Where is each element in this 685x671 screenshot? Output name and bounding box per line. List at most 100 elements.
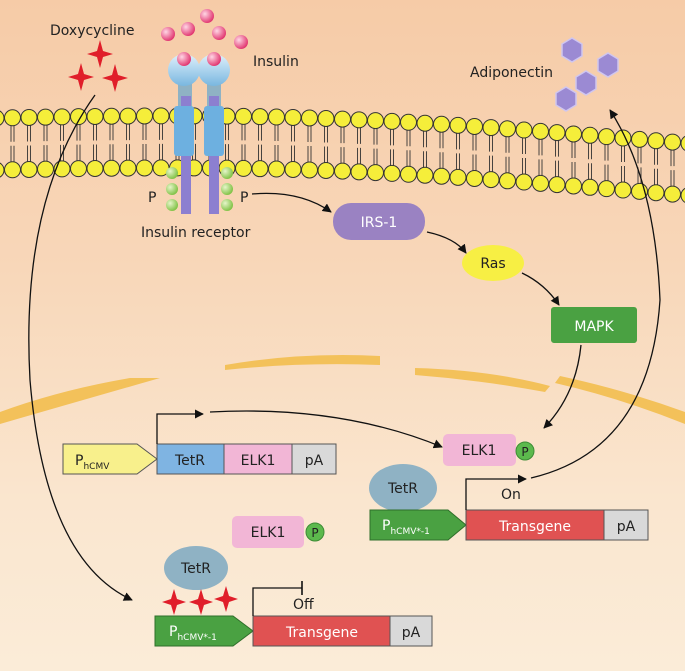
svg-text:PhCMV*-1: PhCMV*-1 (169, 624, 217, 643)
lipid-head (334, 110, 351, 128)
lipid-head (301, 161, 318, 179)
lipid-head (548, 176, 566, 194)
lipid-head (86, 159, 104, 177)
lipid-head (251, 160, 269, 178)
lipid-head (367, 164, 384, 182)
lipid-head (20, 108, 38, 126)
lipid-head (70, 108, 87, 126)
lipid-head (631, 130, 648, 148)
on-label: On (501, 487, 521, 503)
tetr-gene-label: TetR (174, 453, 205, 469)
lipid-head (416, 166, 434, 184)
lipid-head (515, 121, 533, 139)
lipid-head (532, 174, 549, 192)
nuclear-envelope (0, 355, 685, 424)
lipid-head (350, 111, 368, 129)
lipid-head (37, 160, 54, 178)
pa-label-1: pA (305, 453, 324, 469)
ras-label: Ras (480, 256, 505, 272)
lipid-head (416, 114, 434, 132)
lipid-head (383, 164, 401, 182)
lipid-head (235, 107, 252, 125)
lipid-head (565, 125, 582, 143)
lipid-head (20, 160, 38, 178)
tetr-elk1-construct: PhCMV TetR ELK1 pA (62, 409, 337, 475)
lipid-head (86, 107, 104, 125)
lipid-head (614, 181, 632, 199)
phospho-label-left: P (148, 190, 156, 206)
lipid-head (136, 159, 153, 177)
adiponectin-molecules (555, 37, 619, 112)
transgene-off-label: Transgene (285, 625, 358, 641)
lipid-head (400, 113, 417, 131)
promoter-off-sub: hCMV*-1 (177, 633, 216, 643)
lipid-head (317, 161, 335, 179)
lipid-head (400, 165, 417, 183)
lipid-head (0, 110, 5, 126)
lipid-head (499, 172, 516, 190)
lipid-head (647, 132, 665, 150)
lipid-head (449, 168, 467, 186)
tetr-protein-on-label: TetR (387, 481, 418, 497)
lipid-head (4, 161, 21, 179)
lipid-head (647, 184, 665, 202)
lipid-head (350, 163, 368, 181)
lipid-head (37, 108, 54, 126)
lipid-head (251, 108, 269, 126)
doxycycline-bound-molecules (162, 586, 238, 615)
pathway-arrows (28, 94, 661, 601)
lipid-head (284, 160, 302, 178)
promoter-on-sub: hCMV*-1 (390, 527, 429, 537)
lipid-head (0, 162, 5, 178)
lipid-head (433, 115, 450, 133)
lipid-head (103, 107, 120, 125)
lipid-head (664, 185, 681, 203)
lipid-head (334, 162, 351, 180)
lipid-head (53, 108, 71, 126)
lipid-head (581, 126, 599, 144)
lipid-head (4, 109, 21, 127)
promoter-on-label: P (382, 518, 390, 534)
lipid-head (680, 187, 685, 203)
phospho-label-right: P (240, 190, 248, 206)
arrow-doxycycline-to-tetr (28, 94, 133, 601)
insulin-molecules (161, 9, 248, 49)
insulin-label: Insulin (253, 54, 299, 70)
lipid-head (317, 109, 335, 127)
lipid-head (103, 159, 120, 177)
lipid-head (532, 122, 549, 140)
promoter-off-label: P (169, 624, 177, 640)
insulin-receptor-label: Insulin receptor (141, 225, 251, 241)
doxycycline-molecules (68, 40, 128, 92)
off-label: Off (293, 597, 314, 613)
lipid-head (598, 180, 615, 198)
svg-text:PhCMV: PhCMV (75, 453, 110, 472)
lipid-head (235, 159, 252, 177)
elk1-phospho-on-label: P (521, 445, 528, 459)
lipid-head (367, 112, 384, 130)
cell-membrane-bilayer (0, 107, 685, 203)
lipid-head (284, 108, 302, 126)
lipid-head (70, 160, 87, 178)
transgene-on-construct: TetR ELK1 P PhCMV*-1 Transgene pA On (369, 434, 649, 541)
elk1-phospho-off-label: P (311, 526, 318, 540)
lipid-head (565, 177, 582, 195)
doxycycline-label: Doxycycline (50, 23, 134, 39)
elk1-protein-off-label: ELK1 (251, 525, 286, 541)
irs1-node: IRS-1 (333, 203, 425, 240)
mapk-label: MAPK (574, 319, 614, 335)
lipid-head (268, 160, 285, 178)
lipid-head (383, 112, 401, 130)
transgene-on-label: Transgene (498, 519, 571, 535)
arrow-mapk-to-elk1 (543, 344, 582, 429)
lipid-head (548, 124, 566, 142)
mapk-node: MAPK (551, 307, 637, 343)
arrow-ras-to-mapk (521, 272, 560, 306)
pa-label-2: pA (617, 519, 636, 535)
lipid-head (119, 107, 137, 125)
adiponectin-label: Adiponectin (470, 65, 553, 81)
lipid-head (664, 133, 681, 151)
transgene-off-construct: TetR ELK1 P PhCMV*-1 Transgene pA Off (154, 516, 433, 647)
ras-node: Ras (462, 245, 524, 281)
